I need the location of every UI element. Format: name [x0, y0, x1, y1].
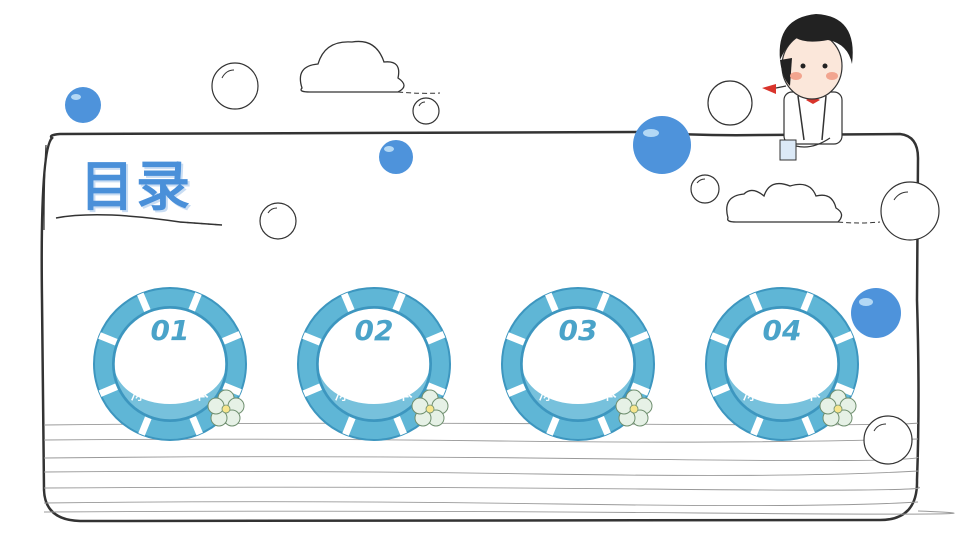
life-ring-icon [501, 287, 655, 441]
flower-icon [615, 389, 653, 427]
toc-item-4[interactable]: 04 点击此处 添加文本 [704, 286, 860, 442]
item-number: 04 [762, 314, 802, 347]
item-text-line1: 点击此处 [129, 356, 210, 378]
item-text-line1: 点击此处 [333, 356, 414, 378]
item-text-line2: 添加文本 [333, 382, 414, 404]
flower-icon [207, 389, 245, 427]
life-ring-icon [297, 287, 451, 441]
life-ring-icon [93, 287, 247, 441]
item-number: 02 [354, 314, 394, 347]
page-title: 目录 [80, 155, 192, 218]
cartoon-girl-icon [762, 14, 853, 161]
item-text-line1: 点击此处 [537, 356, 618, 378]
life-ring-icon [705, 287, 859, 441]
item-text-line2: 添加文本 [741, 382, 822, 404]
toc-item-2[interactable]: 02 点击此处 添加文本 [296, 286, 452, 442]
flower-icon [411, 389, 449, 427]
item-number: 01 [150, 314, 190, 347]
item-text-line1: 点击此处 [741, 356, 822, 378]
item-number: 03 [558, 314, 598, 347]
flower-icon [819, 389, 857, 427]
item-text-line2: 添加文本 [129, 382, 210, 404]
title-swoosh [55, 214, 223, 226]
item-text-line2: 添加文本 [537, 382, 618, 404]
toc-item-1[interactable]: 01 点击此处 添加文本 [92, 286, 248, 442]
cloud-icon [726, 182, 843, 223]
toc-item-3[interactable]: 03 点击此处 添加文本 [500, 286, 656, 442]
cloud-icon [299, 40, 405, 93]
